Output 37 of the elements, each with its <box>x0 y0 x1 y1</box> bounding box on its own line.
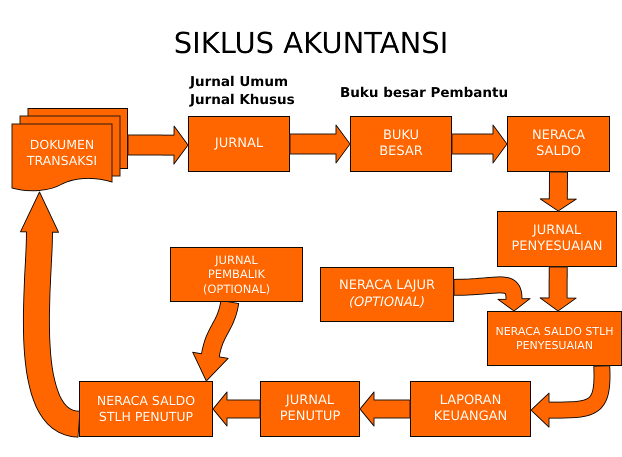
process-box <box>260 381 360 437</box>
block-arrow <box>540 171 577 212</box>
block-arrow <box>290 124 350 164</box>
process-box <box>188 116 290 172</box>
box-label: NERACA SALDO <box>530 128 586 160</box>
block-arrow <box>530 365 610 428</box>
box-label: LAPORAN KEUANGAN <box>432 392 508 426</box>
block-arrow <box>212 392 260 426</box>
process-box <box>497 211 617 267</box>
process-box <box>487 311 622 366</box>
process-box <box>410 381 531 437</box>
box-label: NERACA SALDO STLH PENUTUP <box>96 393 196 425</box>
block-arrow <box>453 276 530 312</box>
box-label: BUKU BESAR <box>378 128 424 160</box>
diagram-title: SIKLUS AKUNTANSI <box>174 28 448 60</box>
block-arrow <box>128 126 188 165</box>
block-arrow <box>540 266 577 312</box>
box-label: JURNAL PENUTUP <box>278 392 342 426</box>
block-arrow <box>20 192 80 438</box>
annotation-text: Jurnal Umum <box>190 74 288 90</box>
box-label: JURNAL <box>214 136 264 152</box>
document-stack <box>10 108 128 192</box>
box-label: NERACA LAJUR (OPTIONAL) <box>338 278 436 311</box>
box-label: NERACA SALDO STLH PENYESUAIAN <box>496 324 614 352</box>
annotation-text: Jurnal Khusus <box>190 92 295 108</box>
box-label: JURNAL PEMBALIK (OPTIONAL) <box>202 252 272 296</box>
process-box <box>170 247 303 302</box>
process-box <box>507 116 610 172</box>
block-arrow <box>452 124 508 164</box>
box-label: JURNAL PENYESUAIAN <box>510 222 604 256</box>
process-box <box>350 116 452 172</box>
process-box <box>79 381 213 437</box>
block-arrow <box>360 392 410 426</box>
block-arrow <box>192 300 240 382</box>
process-box <box>320 267 454 322</box>
box-label: DOKUMEN TRANSAKSI <box>26 136 98 170</box>
annotation-text: Buku besar Pembantu <box>340 85 508 102</box>
